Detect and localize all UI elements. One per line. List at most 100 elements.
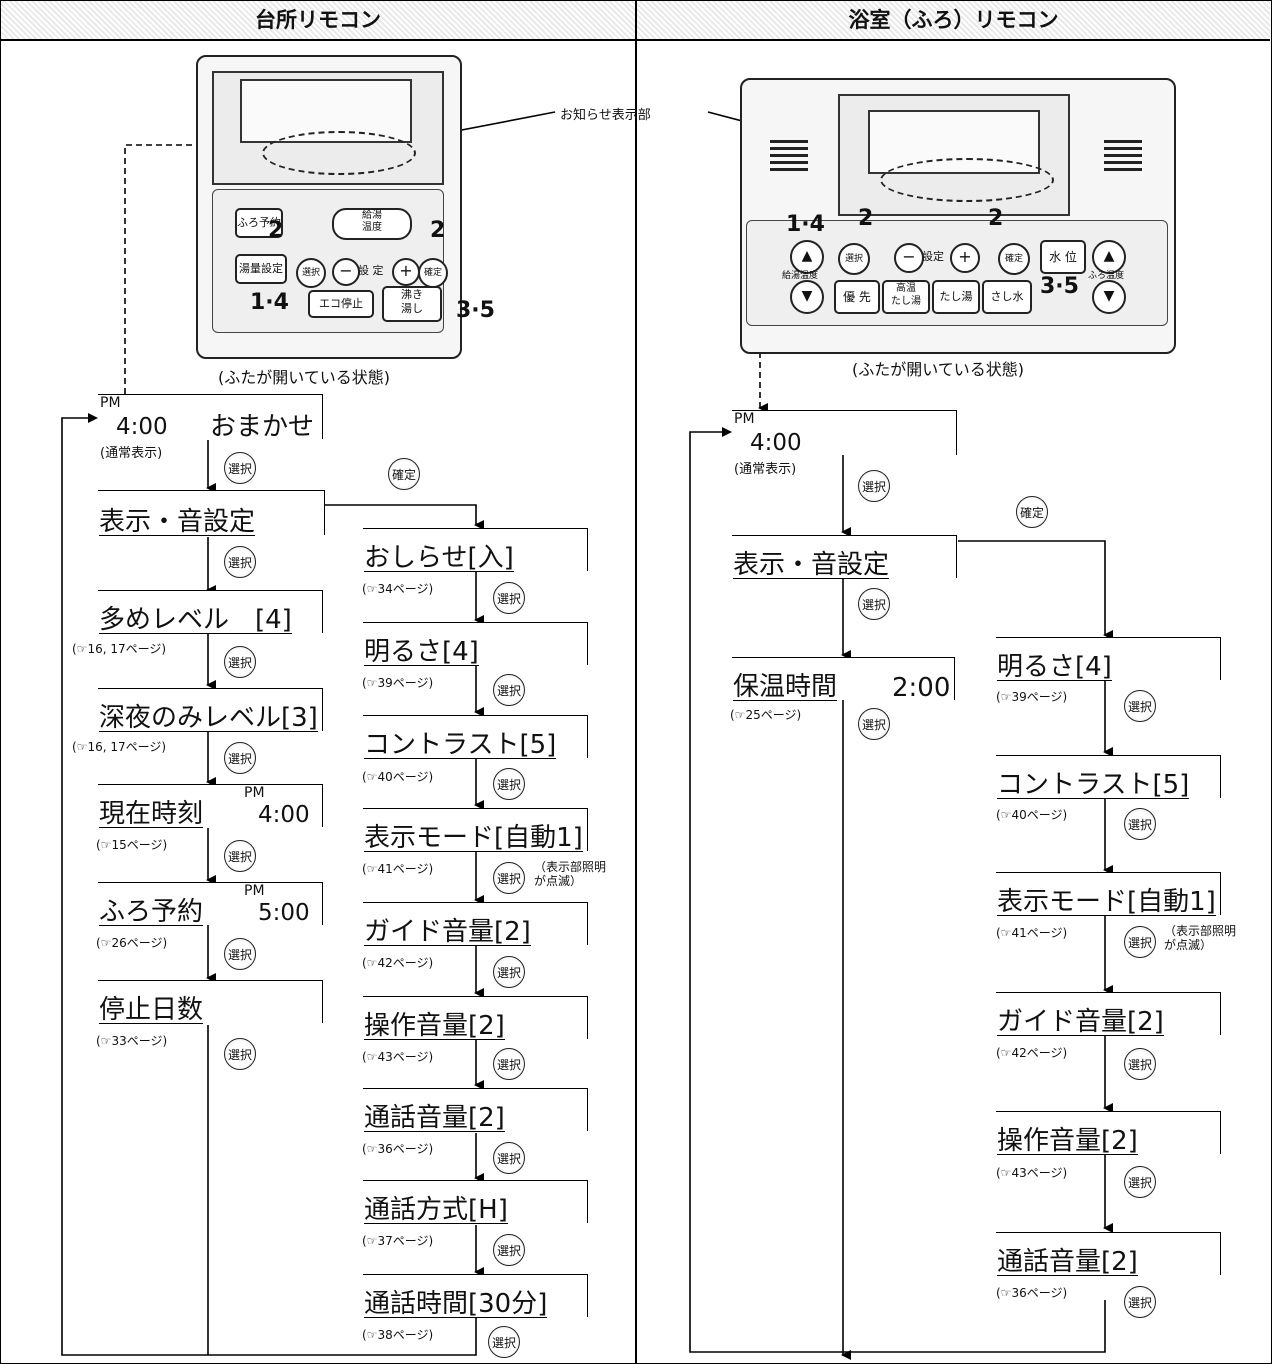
kitchen-item-label: おしらせ[入] bbox=[364, 543, 514, 573]
kitchen-select-icon: 選択 bbox=[493, 1142, 525, 1174]
kitchen-item-label: ふろ予約 bbox=[99, 897, 204, 927]
bath-confirm-button[interactable]: 確定 bbox=[998, 243, 1030, 275]
kitchen-select-icon: 選択 bbox=[224, 546, 256, 578]
kitchen-caption: (ふたが開いている状態) bbox=[218, 368, 391, 387]
bath-menu-item: 表示モード[自動1] bbox=[996, 872, 1221, 917]
bath-water-level-button[interactable]: 水 位 bbox=[1040, 240, 1086, 274]
kitchen-select-icon: 選択 bbox=[493, 768, 525, 800]
bath-normal-time: 4:00 bbox=[750, 430, 802, 456]
bath-notice-area bbox=[880, 158, 1054, 202]
kitchen-normal-note: (通常表示) bbox=[100, 446, 163, 461]
bath-page-ref: (☞41ページ) bbox=[996, 926, 1068, 940]
kitchen-page-ref: (☞15ページ) bbox=[96, 838, 168, 852]
bath-menu-item: 表示・音設定 bbox=[732, 535, 957, 579]
bath-select-icon: 選択 bbox=[1124, 926, 1156, 958]
bath-menu-item: 操作音量[2] bbox=[996, 1111, 1221, 1156]
bath-normal-note: (通常表示) bbox=[734, 462, 797, 477]
bath-page-ref: (☞42ページ) bbox=[996, 1046, 1068, 1060]
bath-menu-item: 明るさ[4] bbox=[996, 637, 1221, 682]
kitchen-step-3-5: 3·5 bbox=[456, 298, 495, 323]
kitchen-page-ref: (☞16, 17ページ) bbox=[72, 740, 167, 754]
bath-confirm-icon: 確定 bbox=[1016, 496, 1048, 528]
bath-priority-button[interactable]: 優 先 bbox=[834, 280, 880, 314]
kitchen-select-icon: 選択 bbox=[493, 582, 525, 614]
kitchen-menu-item: 表示・音設定 bbox=[98, 490, 325, 536]
kitchen-select-icon: 選択 bbox=[224, 742, 256, 774]
bath-up-right[interactable]: ▲ bbox=[1092, 240, 1126, 274]
kitchen-item-pm: PM bbox=[244, 883, 265, 899]
bath-down-left[interactable]: ▼ bbox=[790, 280, 824, 314]
kitchen-temp-button[interactable]: 給湯 温度 bbox=[332, 208, 412, 240]
kitchen-normal-display: PM 4:00 おまかせ bbox=[98, 394, 323, 440]
bath-select-icon: 選択 bbox=[858, 588, 890, 620]
kitchen-blink-note: （表示部照明 が点滅） bbox=[534, 860, 607, 888]
kitchen-select-icon: 選択 bbox=[493, 956, 525, 988]
bath-add-water-button[interactable]: さし水 bbox=[982, 280, 1032, 314]
bath-item-label: 操作音量[2] bbox=[997, 1126, 1138, 1156]
kitchen-confirm-button[interactable]: 確定 bbox=[418, 258, 448, 288]
bath-page-ref: (☞43ページ) bbox=[996, 1166, 1068, 1180]
kitchen-page-ref: (☞34ページ) bbox=[362, 582, 434, 596]
kitchen-item-label: 通話音量[2] bbox=[364, 1103, 505, 1133]
kitchen-select-icon: 選択 bbox=[493, 862, 525, 894]
bath-caption: (ふたが開いている状態) bbox=[852, 360, 1025, 379]
kitchen-select-icon: 選択 bbox=[224, 840, 256, 872]
bath-normal-pm: PM bbox=[734, 411, 755, 427]
kitchen-confirm-icon: 確定 bbox=[388, 458, 420, 490]
bath-item-label: コントラスト[5] bbox=[997, 770, 1190, 800]
kitchen-step-2b: 2 bbox=[430, 218, 446, 243]
kitchen-page-ref: (☞36ページ) bbox=[362, 1142, 434, 1156]
bath-plus-button[interactable]: + bbox=[950, 243, 980, 273]
bath-add-hot-button[interactable]: たし湯 bbox=[932, 280, 980, 314]
kitchen-select-icon: 選択 bbox=[493, 1234, 525, 1266]
kitchen-plus-button[interactable]: + bbox=[392, 258, 420, 286]
bath-select-icon: 選択 bbox=[1124, 1286, 1156, 1318]
kitchen-yuryo-button[interactable]: 湯量設定 bbox=[235, 254, 287, 284]
bath-header: 浴室（ふろ）リモコン bbox=[637, 1, 1270, 41]
kitchen-menu-item: 明るさ[4] bbox=[363, 622, 588, 667]
kitchen-item-label: 操作音量[2] bbox=[364, 1011, 505, 1041]
bath-item-label: ガイド音量[2] bbox=[997, 1007, 1164, 1037]
kitchen-furo-yoyaku-button[interactable]: ふろ予約 bbox=[235, 208, 283, 238]
bath-select-icon: 選択 bbox=[1124, 808, 1156, 840]
kitchen-menu-item: 表示モード[自動1] bbox=[363, 808, 588, 852]
bath-set-label: 設定 bbox=[922, 250, 944, 263]
kitchen-page-ref: (☞37ページ) bbox=[362, 1234, 434, 1248]
kitchen-notice-area bbox=[262, 131, 416, 175]
kitchen-page-ref: (☞41ページ) bbox=[362, 862, 434, 876]
bath-step-2b: 2 bbox=[988, 206, 1004, 231]
bath-page-ref: (☞36ページ) bbox=[996, 1286, 1068, 1300]
kitchen-page-ref: (☞43ページ) bbox=[362, 1050, 434, 1064]
bath-right-label: ふろ温度 bbox=[1088, 271, 1125, 281]
kitchen-wakashi-button[interactable]: 沸き 湯し bbox=[382, 286, 442, 322]
kitchen-item-value: 5:00 bbox=[258, 900, 310, 926]
bath-page-ref: (☞25ページ) bbox=[730, 708, 802, 722]
column-divider bbox=[635, 0, 637, 1364]
kitchen-menu-item: PM ふろ予約 5:00 bbox=[98, 882, 323, 927]
bath-down-right[interactable]: ▼ bbox=[1092, 280, 1126, 314]
bath-select-button[interactable]: 選択 bbox=[838, 243, 870, 275]
kitchen-eco-stop-button[interactable]: エコ停止 bbox=[308, 290, 374, 318]
kitchen-page-ref: (☞39ページ) bbox=[362, 676, 434, 690]
bath-item-label: 表示モード[自動1] bbox=[997, 887, 1216, 917]
bath-hot-add-button[interactable]: 高温 たし湯 bbox=[882, 280, 930, 314]
kitchen-menu-item: 操作音量[2] bbox=[363, 996, 588, 1041]
bath-menu-item: 通話音量[2] bbox=[996, 1232, 1221, 1277]
kitchen-select-button[interactable]: 選択 bbox=[296, 258, 326, 288]
bath-item-label: 明るさ[4] bbox=[997, 652, 1112, 682]
bath-item-label: 保温時間 bbox=[733, 672, 838, 702]
kitchen-item-label: 明るさ[4] bbox=[364, 637, 479, 667]
kitchen-select-icon: 選択 bbox=[493, 674, 525, 706]
bath-item-label: 通話音量[2] bbox=[997, 1247, 1138, 1277]
kitchen-step-2a: 2 bbox=[268, 218, 284, 243]
kitchen-menu-item: 多めレベル [4] bbox=[98, 590, 323, 634]
kitchen-minus-button[interactable]: − bbox=[332, 258, 360, 286]
kitchen-normal-pm: PM bbox=[100, 395, 121, 411]
kitchen-item-pm: PM bbox=[244, 785, 265, 801]
kitchen-select-icon: 選択 bbox=[224, 938, 256, 970]
bath-minus-button[interactable]: − bbox=[894, 243, 924, 273]
bath-up-left[interactable]: ▲ bbox=[790, 240, 824, 274]
kitchen-item-label: ガイド音量[2] bbox=[364, 917, 531, 947]
bath-item-value: 2:00 bbox=[892, 673, 951, 703]
bath-step-1-4: 1·4 bbox=[786, 212, 825, 237]
